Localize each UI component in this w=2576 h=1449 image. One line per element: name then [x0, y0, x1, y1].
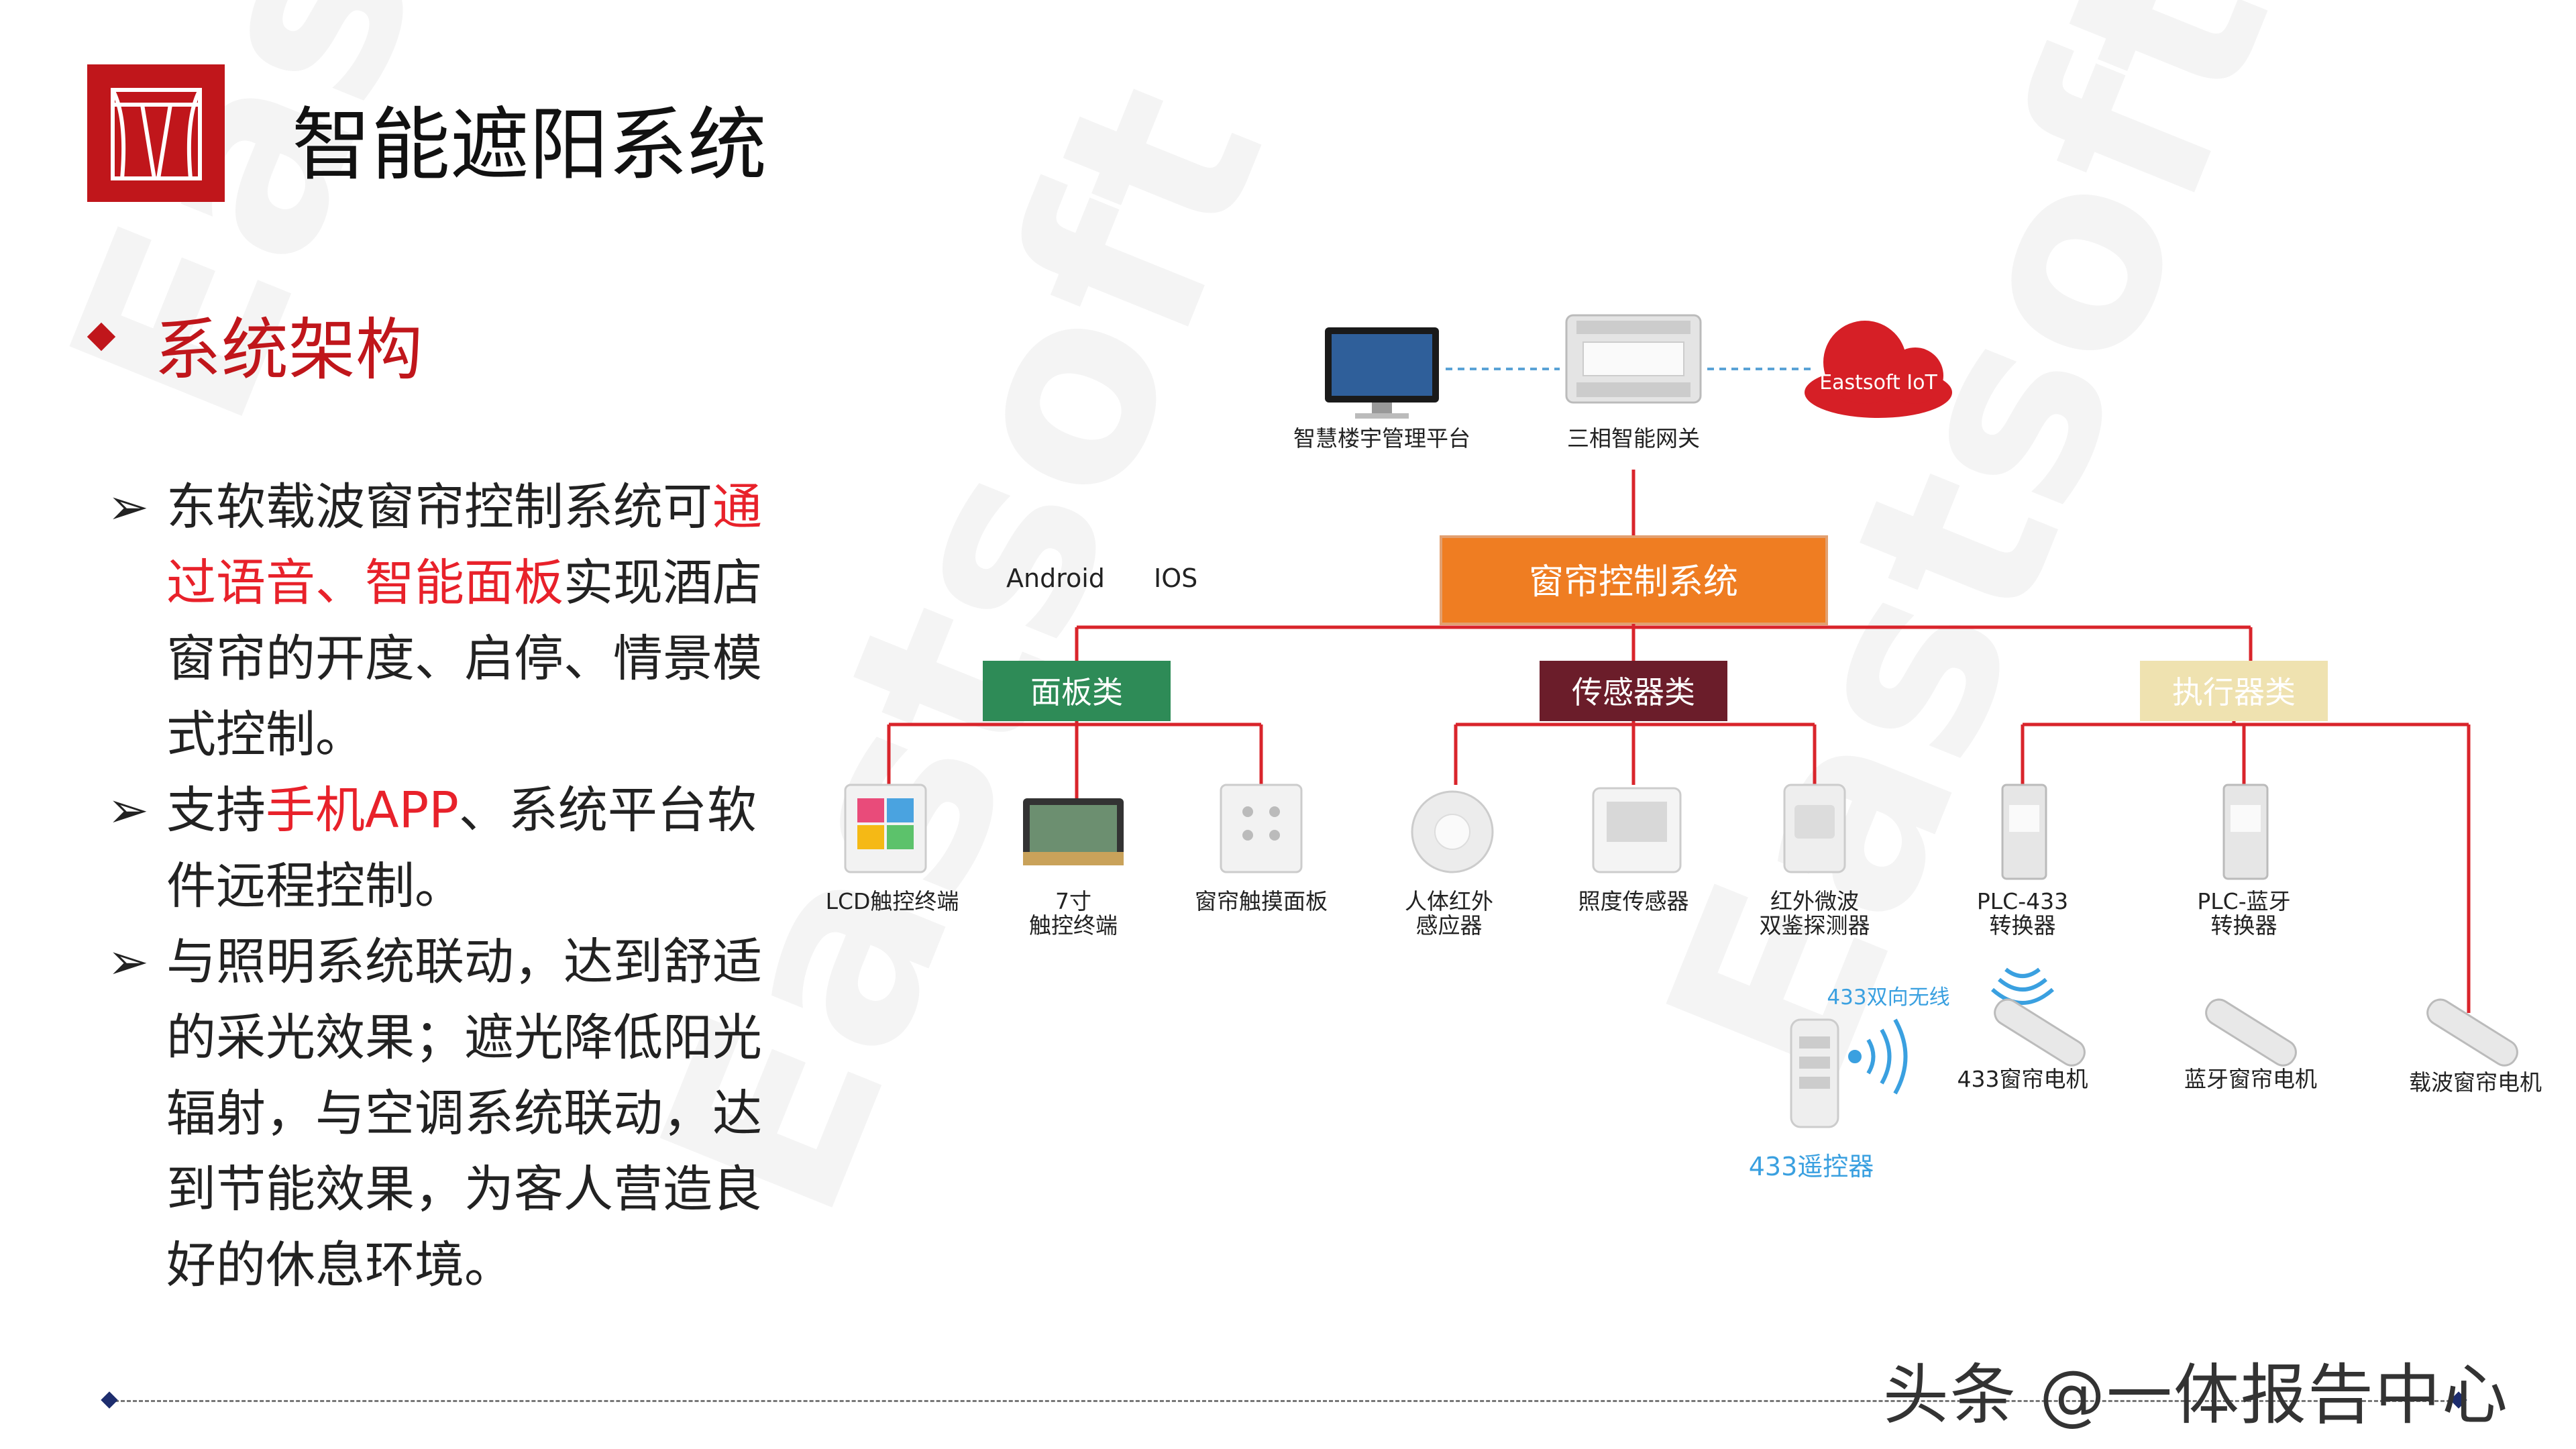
7in-terminal-icon [1023, 798, 1124, 865]
curtain-touch-panel-icon [1220, 784, 1303, 873]
remote-label: 433遥控器 [1749, 1152, 1874, 1181]
svg-text:窗帘控制系统: 窗帘控制系统 [1529, 562, 1738, 602]
light-sensor-icon [1592, 787, 1682, 873]
panel-label-1-0: 7寸 [1055, 888, 1091, 914]
sensor-label-2-0: 红外微波 [1770, 888, 1859, 914]
wireless-label: 433双向无线 [1827, 985, 1949, 1010]
mgmt-platform-label: 智慧楼宇管理平台 [1293, 425, 1470, 451]
actuator-label-1-1: 转换器 [2211, 912, 2277, 938]
category-actuator-box [2140, 661, 2328, 721]
svg-text:面板类: 面板类 [1030, 674, 1123, 710]
arrow-bullet-icon: ➢ [107, 782, 150, 839]
client-android: Android [1006, 564, 1105, 593]
bullet-list: ➢ 东软载波窗帘控制系统可通过语音、智能面板实现酒店窗帘的开度、启停、情景模式控制… [107, 470, 785, 1303]
curtain-logo-icon [87, 64, 225, 202]
bluetooth-motor-icon [2205, 998, 2297, 1067]
sensor-label-1-0: 照度传感器 [1578, 888, 1689, 914]
actuator-label-1-0: PLC-蓝牙 [2197, 888, 2290, 914]
page-title: 智能遮阳系统 [292, 99, 767, 191]
actuator-label-0-1: 转换器 [1990, 912, 2056, 938]
motor-label-carrier: 载波窗帘电机 [2409, 1069, 2542, 1095]
bullet-2: ➢ 支持手机APP、系统平台软件远程控制。 [107, 773, 785, 924]
arrow-bullet-icon: ➢ [107, 478, 150, 536]
section-title: 系统架构 [154, 311, 423, 389]
category-panel-box [983, 661, 1171, 721]
bullet-text: 支持 [166, 782, 266, 839]
motor-label-bt: 蓝牙窗帘电机 [2184, 1066, 2317, 1092]
watermark-credit: 头条 @一体报告中心 [1882, 1357, 2509, 1434]
pir-sensor-icon [1411, 790, 1494, 873]
footer-dashed-line [109, 1400, 2457, 1402]
bullet-text: 与照明系统联动，达到舒适的采光效果；遮光降低阳光辐射，与空调系统联动，达到节能效… [166, 933, 762, 1294]
plc-433-converter-icon [2001, 784, 2047, 880]
monitor-icon [1325, 327, 1439, 419]
svg-text:执行器类: 执行器类 [2172, 674, 2296, 710]
433-motor-icon [1994, 998, 2086, 1067]
client-ios: IOS [1154, 564, 1197, 593]
wireless-signal-icon [1991, 967, 2054, 1005]
panel-label-0-0: LCD触控终端 [826, 888, 959, 914]
sensor-label-0-0: 人体红外 [1405, 888, 1493, 914]
remote-signal-icon [1848, 1018, 1908, 1095]
bullet-text: 实现酒店窗帘的开度、启停、情景模式控制。 [166, 554, 762, 763]
remote-control-icon [1790, 1018, 1839, 1128]
gateway-device-icon [1565, 314, 1702, 404]
arrow-bullet-icon: ➢ [107, 933, 150, 991]
highlight-text: 通过语音、智能面板 [166, 478, 762, 612]
gateway-label: 三相智能网关 [1567, 425, 1700, 451]
cloud-icon [1805, 321, 1952, 418]
dual-detector-icon [1783, 784, 1846, 873]
highlight-text: 手机APP [266, 782, 459, 839]
plc-bluetooth-converter-icon [2222, 784, 2269, 880]
lcd-terminal-icon [844, 784, 927, 873]
bullet-1: ➢ 东软载波窗帘控制系统可通过语音、智能面板实现酒店窗帘的开度、启停、情景模式控制… [107, 470, 785, 773]
sensor-label-0-1: 感应器 [1416, 912, 1483, 938]
panel-label-1-1: 触控终端 [1029, 912, 1118, 938]
carrier-motor-icon [2426, 998, 2518, 1067]
curtain-control-system-box [1440, 535, 1828, 625]
panel-label-2-0: 窗帘触摸面板 [1195, 888, 1328, 914]
bullet-text: 东软载波窗帘控制系统可 [166, 478, 712, 536]
sensor-label-2-1: 双鉴探测器 [1760, 912, 1870, 938]
svg-text:传感器类: 传感器类 [1572, 674, 1695, 710]
bullet-text: 、系统平台软件远程控制。 [166, 782, 757, 915]
motor-label-433: 433窗帘电机 [1957, 1066, 2088, 1092]
cloud-label: Eastsoft IoT [1819, 371, 1937, 394]
actuator-label-0-0: PLC-433 [1977, 888, 2068, 914]
category-sensor-box [1540, 661, 1727, 721]
bullet-3: ➢ 与照明系统联动，达到舒适的采光效果；遮光降低阳光辐射，与空调系统联动，达到节能… [107, 924, 785, 1303]
